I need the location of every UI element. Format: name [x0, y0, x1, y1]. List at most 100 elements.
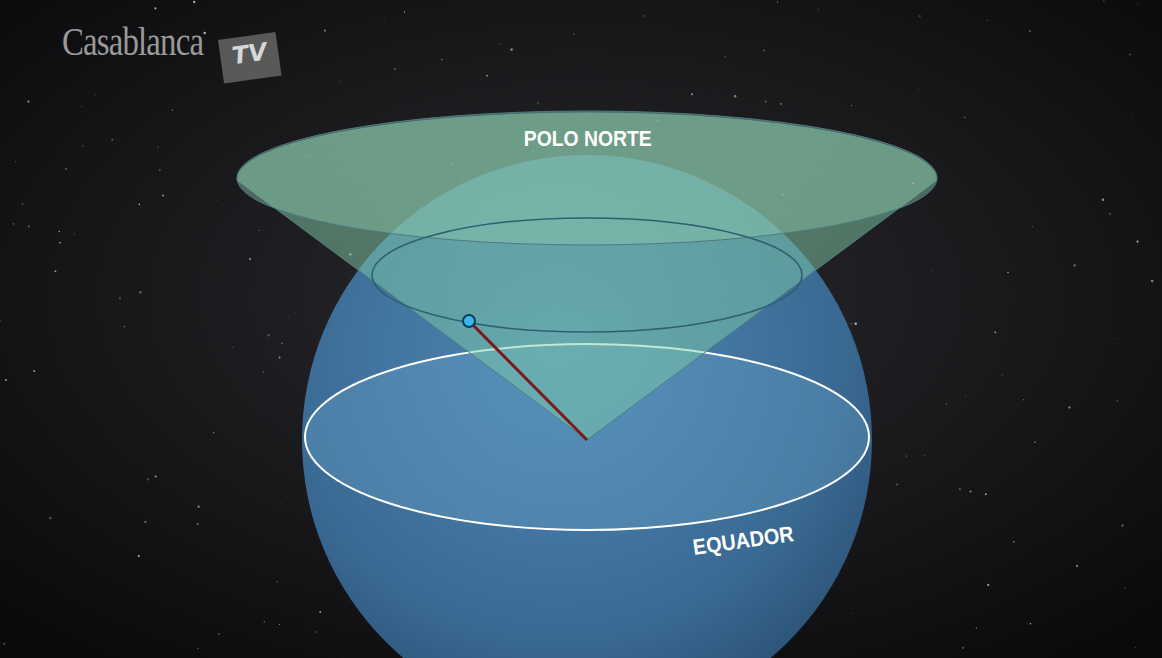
star: [1032, 226, 1033, 227]
star: [441, 59, 443, 61]
star: [499, 43, 501, 45]
star: [818, 9, 819, 10]
star: [21, 203, 23, 205]
star: [691, 93, 693, 95]
star: [144, 521, 146, 523]
star: [854, 322, 857, 325]
star: [324, 30, 326, 32]
star: [1102, 199, 1104, 201]
star: [1151, 280, 1154, 283]
star: [959, 488, 961, 490]
star: [249, 258, 251, 260]
star: [1030, 623, 1031, 624]
star: [719, 64, 721, 66]
star: [1103, 1, 1104, 2]
star: [1129, 53, 1131, 55]
star: [3, 643, 5, 645]
star: [777, 1, 778, 2]
star: [850, 323, 851, 324]
star: [1076, 565, 1078, 567]
star: [763, 50, 765, 52]
star: [5, 379, 7, 381]
star: [119, 297, 121, 299]
star: [315, 631, 317, 633]
star: [1136, 241, 1138, 243]
star: [780, 103, 782, 105]
star: [15, 161, 16, 162]
star: [1103, 497, 1105, 499]
star: [976, 627, 978, 629]
star: [58, 231, 59, 232]
star: [159, 169, 161, 171]
star: [197, 523, 199, 525]
star: [309, 628, 311, 630]
star: [197, 648, 199, 650]
star: [759, 4, 761, 6]
star: [1114, 338, 1116, 340]
star: [59, 242, 61, 244]
star: [851, 105, 852, 106]
watermark-logo: TV: [230, 38, 269, 71]
star: [162, 194, 164, 196]
star: [1068, 406, 1070, 408]
star: [82, 145, 83, 146]
star: [33, 370, 35, 372]
star: [213, 432, 214, 433]
star: [1109, 213, 1111, 215]
star: [918, 89, 919, 90]
star: [263, 621, 264, 622]
star: [765, 100, 767, 102]
star: [404, 11, 405, 12]
star: [964, 394, 966, 396]
star: [172, 110, 173, 111]
star: [1135, 647, 1136, 648]
star: [286, 496, 288, 498]
star: [139, 204, 141, 206]
star: [932, 270, 934, 272]
star: [267, 334, 270, 337]
star: [1124, 587, 1125, 588]
watermark: Casablanca: [62, 18, 203, 65]
star: [28, 225, 30, 227]
star: [12, 223, 14, 225]
star: [124, 326, 126, 328]
star: [89, 579, 91, 581]
star: [919, 15, 921, 17]
star: [394, 68, 396, 70]
star: [537, 102, 539, 104]
star: [644, 15, 645, 16]
star: [724, 56, 726, 58]
pole-label: POLO NORTE: [523, 126, 651, 152]
star: [74, 233, 75, 234]
star: [218, 633, 219, 634]
star: [81, 105, 83, 107]
star: [198, 506, 200, 508]
star: [1137, 2, 1139, 4]
star: [1121, 524, 1123, 526]
star: [111, 139, 113, 141]
star: [259, 230, 260, 231]
star: [383, 17, 385, 19]
star: [193, 1, 195, 3]
star: [962, 647, 964, 649]
star: [734, 95, 736, 97]
star: [279, 357, 281, 359]
star: [262, 371, 264, 373]
star: [969, 491, 971, 493]
star: [1073, 264, 1075, 266]
star: [486, 75, 488, 77]
star: [139, 291, 142, 294]
star: [54, 270, 56, 272]
star: [852, 612, 854, 614]
star: [276, 581, 278, 583]
star: [94, 94, 95, 95]
star: [1117, 400, 1118, 401]
star: [924, 455, 926, 457]
star: [986, 20, 988, 22]
star: [1034, 441, 1035, 442]
star: [281, 342, 283, 344]
star: [27, 101, 29, 103]
star: [906, 455, 907, 456]
star: [987, 584, 989, 586]
